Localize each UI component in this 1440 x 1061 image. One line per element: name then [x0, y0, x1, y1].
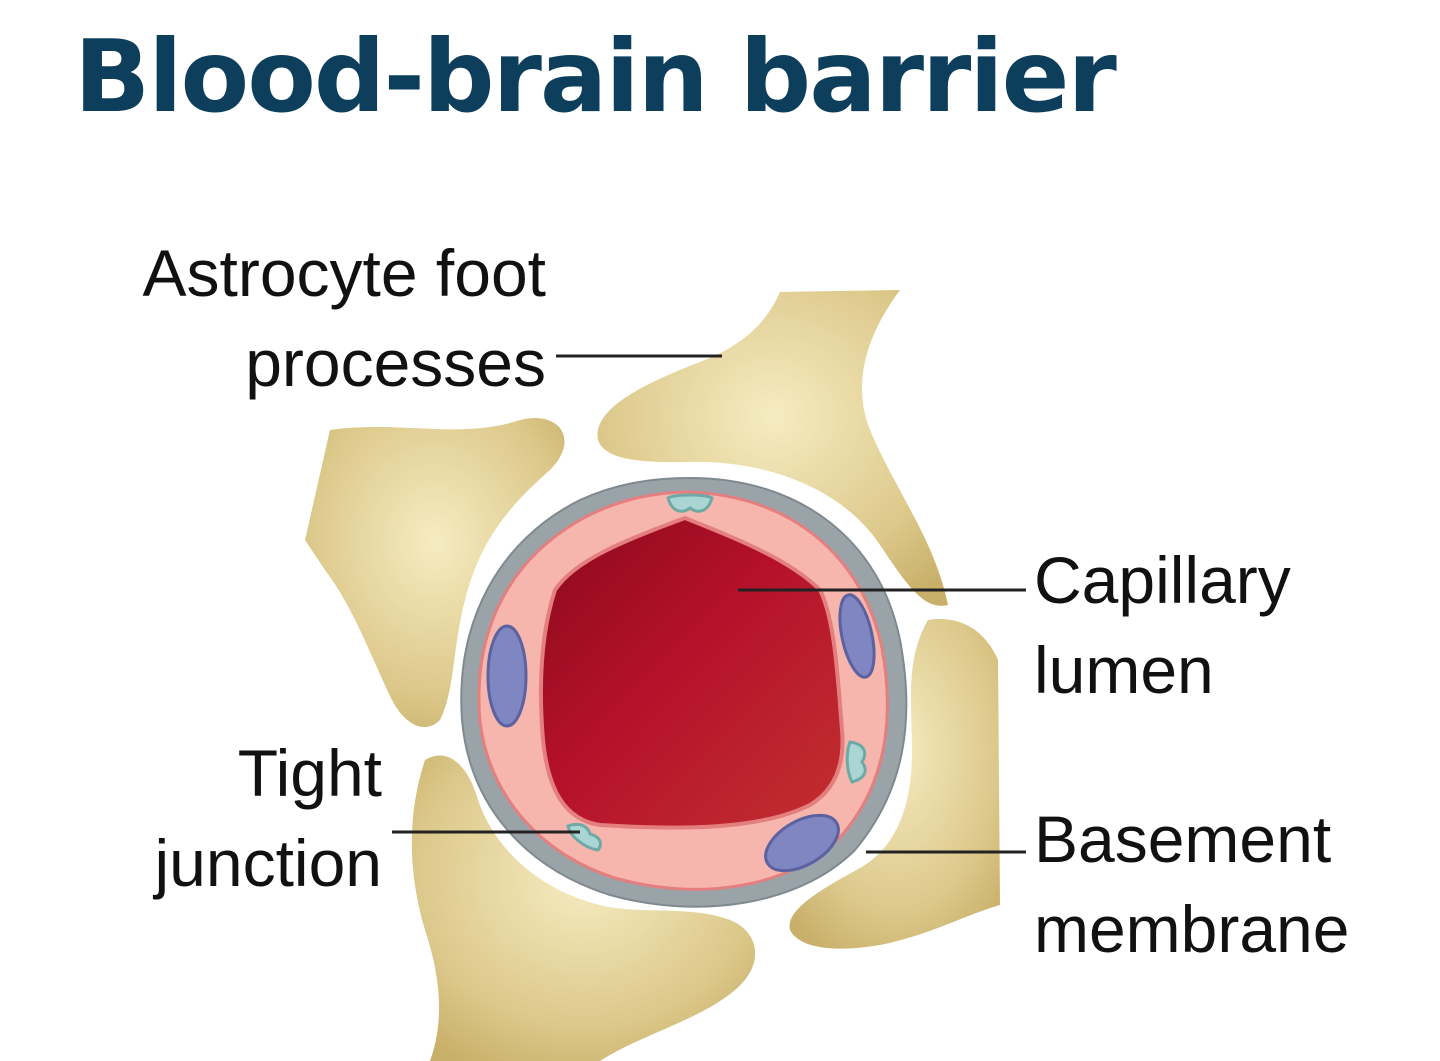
astrocyte-right	[789, 619, 1000, 949]
page-title: Blood-brain barrier	[74, 18, 1117, 135]
basement-membrane-label: Basement membrane	[1034, 794, 1349, 974]
astrocyte-bottom-left	[411, 755, 756, 1061]
astrocyte-top-right	[597, 290, 948, 606]
capillary-label: Capillary lumen	[1034, 535, 1291, 715]
basement-label-line1: Basement	[1034, 802, 1332, 876]
endothelial-nuclei	[486, 593, 876, 873]
astrocyte-label: Astrocyte foot processes	[80, 228, 546, 408]
nucleus-bottom	[764, 813, 840, 873]
capillary-label-line1: Capillary	[1034, 543, 1291, 617]
nucleus-left	[486, 624, 528, 728]
leader-lines	[392, 354, 1026, 854]
astrocyte-left	[305, 418, 565, 728]
tight-junction-label-line1: Tight	[237, 736, 382, 810]
astrocyte-label-line2: processes	[245, 326, 546, 400]
tight-junction-right	[845, 740, 867, 784]
capillary-label-line2: lumen	[1034, 633, 1214, 707]
tight-junction-top	[666, 493, 714, 513]
tight-junction-label-line2: junction	[154, 826, 383, 900]
basement-label-line2: membrane	[1034, 892, 1350, 966]
astrocyte-label-line1: Astrocyte foot	[142, 236, 546, 310]
capillary-lumen	[538, 515, 845, 830]
astrocyte-foot-processes	[305, 290, 1000, 1061]
nucleus-right	[838, 593, 876, 679]
tight-junction-label: Tight junction	[100, 728, 383, 908]
tight-junctions	[566, 493, 867, 852]
